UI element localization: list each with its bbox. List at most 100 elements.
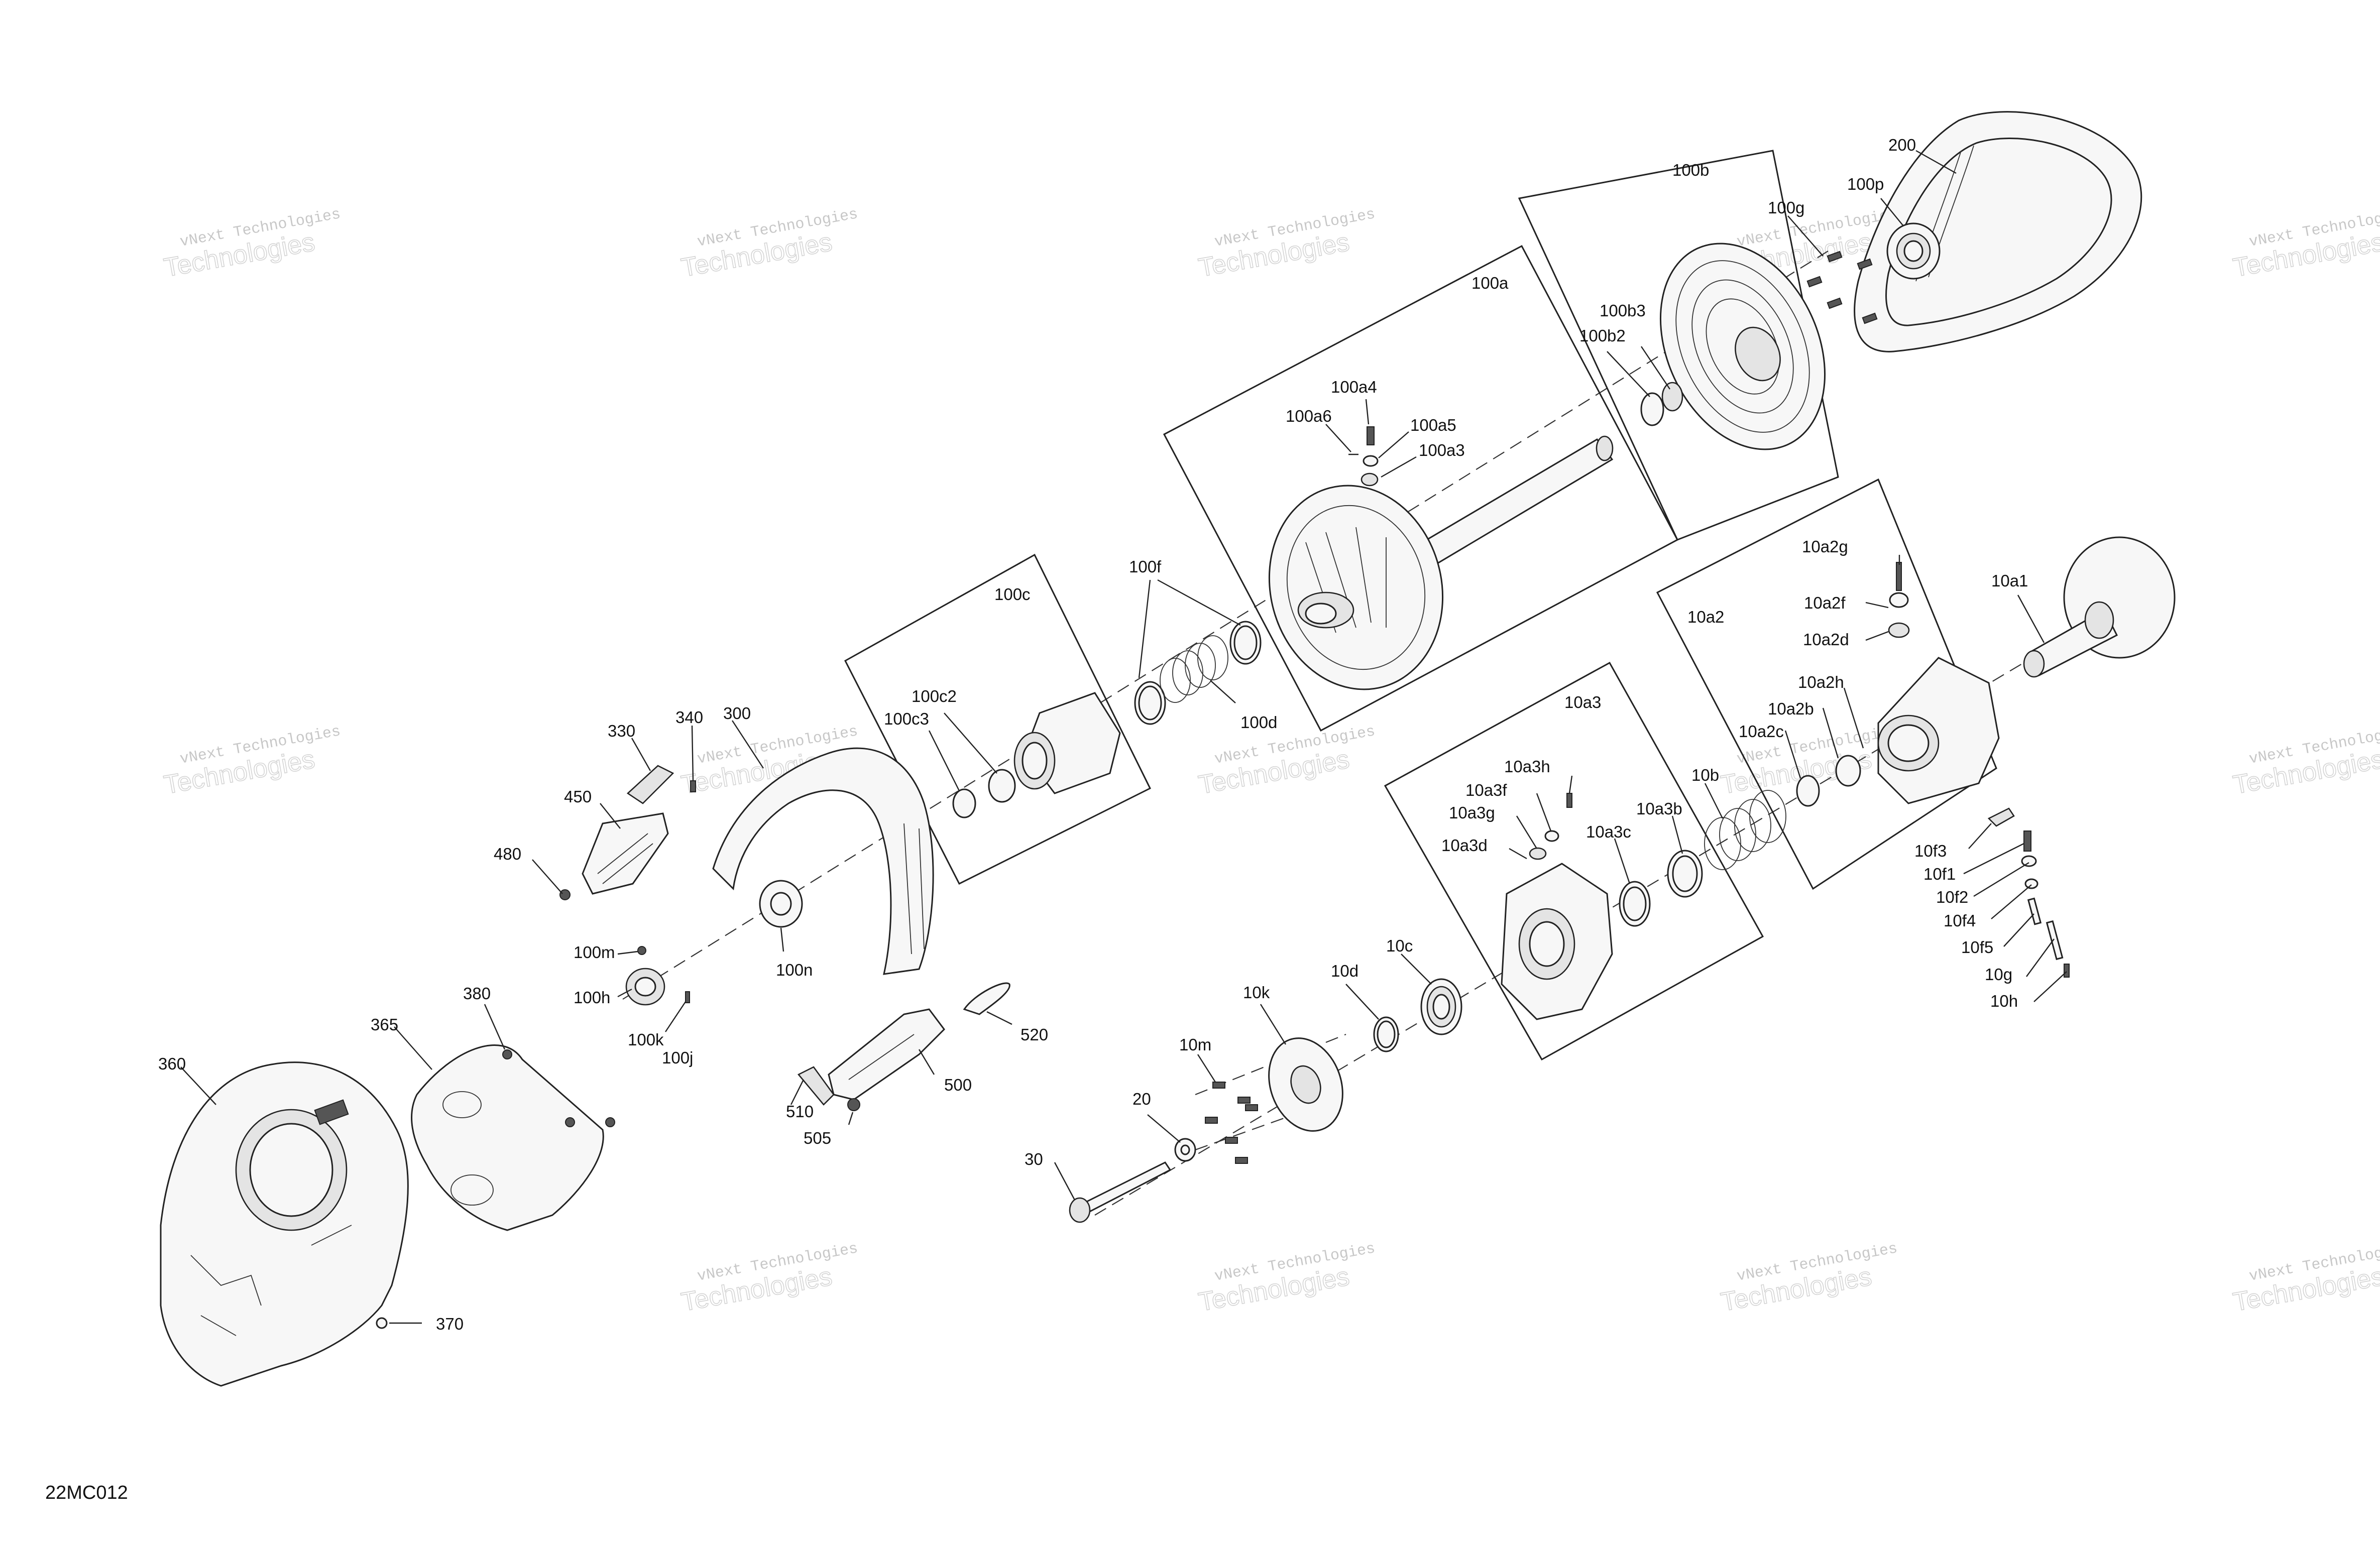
callout-10a2c: 10a2c bbox=[1739, 722, 1784, 741]
part-330-bracket bbox=[626, 765, 674, 804]
part-380-screws bbox=[502, 1049, 615, 1127]
callout-10a3b: 10a3b bbox=[1636, 799, 1682, 818]
part-10a2-hardware bbox=[1888, 562, 1910, 638]
callout-100a4: 100a4 bbox=[1331, 378, 1377, 396]
callout-380: 380 bbox=[463, 984, 491, 1003]
part-10m-screws bbox=[1205, 1082, 1258, 1164]
part-100p-bearing bbox=[1886, 222, 1941, 280]
part-10f-roller-assembly bbox=[1987, 807, 2070, 978]
upper-axis bbox=[622, 251, 1829, 1000]
callout-100a: 100a bbox=[1471, 274, 1509, 292]
callout-100c3: 100c3 bbox=[884, 709, 929, 728]
callout-10a3g: 10a3g bbox=[1449, 803, 1495, 822]
part-100b2-100b3-rings bbox=[1640, 382, 1683, 426]
callout-300: 300 bbox=[723, 704, 751, 723]
callout-10a2f: 10a2f bbox=[1804, 594, 1846, 612]
leader-lines bbox=[180, 150, 2067, 1324]
part-100g-screws bbox=[1806, 251, 1878, 324]
part-100c-ramp bbox=[952, 692, 1121, 818]
callout-330: 330 bbox=[608, 722, 635, 740]
callout-10a2: 10a2 bbox=[1687, 608, 1724, 626]
callout-100n: 100n bbox=[776, 961, 813, 979]
part-510-bracket bbox=[797, 1066, 835, 1106]
part-100a-moving-sheave-shaft bbox=[1268, 435, 1614, 690]
callout-10f2: 10f2 bbox=[1936, 888, 1968, 906]
callout-10a2d: 10a2d bbox=[1803, 630, 1849, 649]
callout-100b: 100b bbox=[1672, 161, 1709, 179]
callout-100h: 100h bbox=[574, 988, 610, 1007]
callout-100c2: 100c2 bbox=[912, 687, 957, 705]
callout-370: 370 bbox=[436, 1315, 464, 1333]
callout-100c: 100c bbox=[994, 585, 1031, 604]
callout-100b3: 100b3 bbox=[1600, 301, 1646, 320]
callout-10a2g: 10a2g bbox=[1802, 537, 1848, 556]
callout-510: 510 bbox=[786, 1102, 814, 1121]
callout-10h: 10h bbox=[1990, 992, 2018, 1010]
callout-10a2b: 10a2b bbox=[1768, 699, 1814, 718]
callout-10a3: 10a3 bbox=[1564, 693, 1601, 711]
part-30-bolt bbox=[1069, 1161, 1172, 1223]
callout-500: 500 bbox=[944, 1076, 972, 1094]
callout-365: 365 bbox=[371, 1015, 398, 1034]
part-300-belt-guard bbox=[712, 747, 934, 975]
part-100a3-100a6-hardware bbox=[1348, 426, 1379, 487]
part-360-clutch-housing bbox=[160, 1061, 409, 1387]
part-10c-bearing bbox=[1420, 978, 1462, 1035]
part-365-cover-plate bbox=[411, 1044, 604, 1231]
part-10k-plate bbox=[1268, 1037, 1343, 1132]
part-480-screw bbox=[559, 889, 571, 900]
part-100n-washer bbox=[759, 880, 803, 928]
callout-10m: 10m bbox=[1179, 1035, 1211, 1054]
callout-10f3: 10f3 bbox=[1914, 842, 1947, 860]
callout-20: 20 bbox=[1132, 1090, 1151, 1108]
part-10a1-shaft bbox=[2023, 536, 2176, 678]
callout-100b2: 100b2 bbox=[1579, 326, 1626, 345]
callout-100a5: 100a5 bbox=[1410, 416, 1456, 434]
part-100f-ring bbox=[1229, 621, 1262, 665]
callout-10a3h: 10a3h bbox=[1504, 757, 1550, 776]
callout-100a6: 100a6 bbox=[1286, 407, 1332, 425]
group-box-10a3 bbox=[1384, 661, 1764, 1061]
callout-480: 480 bbox=[494, 845, 521, 863]
callout-10c: 10c bbox=[1386, 936, 1413, 955]
callout-100f: 100f bbox=[1129, 557, 1162, 576]
callout-100g: 100g bbox=[1768, 198, 1804, 217]
callout-100a3: 100a3 bbox=[1419, 441, 1465, 459]
callout-505: 505 bbox=[804, 1129, 831, 1147]
callout-100m: 100m bbox=[574, 943, 615, 962]
callout-100j: 100j bbox=[662, 1048, 693, 1067]
part-450-guard bbox=[582, 812, 669, 895]
callout-10a3f: 10a3f bbox=[1465, 781, 1507, 799]
part-100b-fixed-sheave bbox=[1659, 243, 1826, 450]
callout-100k: 100k bbox=[628, 1030, 664, 1049]
callout-10a2h: 10a2h bbox=[1798, 673, 1844, 691]
group-box-10a2 bbox=[1656, 478, 1997, 890]
part-10a2-sheave bbox=[1796, 657, 2000, 807]
part-10b-spring bbox=[1704, 790, 1786, 870]
part-100h-nut bbox=[625, 946, 690, 1006]
part-10a3-spider bbox=[1501, 850, 1703, 1020]
callout-10f1: 10f1 bbox=[1923, 865, 1956, 883]
part-100d-spring bbox=[1160, 635, 1228, 703]
group-box-100b bbox=[1518, 150, 1839, 541]
callout-10k: 10k bbox=[1243, 983, 1270, 1002]
part-505-screw bbox=[847, 1098, 860, 1111]
part-200-drive-belt bbox=[1854, 111, 2142, 352]
part-370-screw bbox=[376, 1317, 388, 1329]
callout-520: 520 bbox=[1021, 1025, 1048, 1044]
figure-code: 22MC012 bbox=[45, 1482, 128, 1503]
callout-10d: 10d bbox=[1331, 962, 1358, 980]
callout-340: 340 bbox=[675, 708, 703, 727]
callout-100p: 100p bbox=[1847, 175, 1884, 193]
part-10a3-hardware bbox=[1529, 793, 1572, 860]
callout-labels: 200 100b 100g 100p 100a 100b3 100b2 100a… bbox=[158, 136, 2028, 1333]
callout-10f4: 10f4 bbox=[1944, 911, 1976, 930]
callout-100d: 100d bbox=[1240, 713, 1277, 732]
callout-10a3d: 10a3d bbox=[1441, 836, 1488, 855]
part-100f-ring-2 bbox=[1134, 681, 1166, 725]
callout-360: 360 bbox=[158, 1054, 186, 1073]
callout-10a1: 10a1 bbox=[1991, 571, 2028, 590]
part-500-bracket bbox=[828, 1008, 945, 1101]
part-20-washer bbox=[1174, 1138, 1196, 1162]
